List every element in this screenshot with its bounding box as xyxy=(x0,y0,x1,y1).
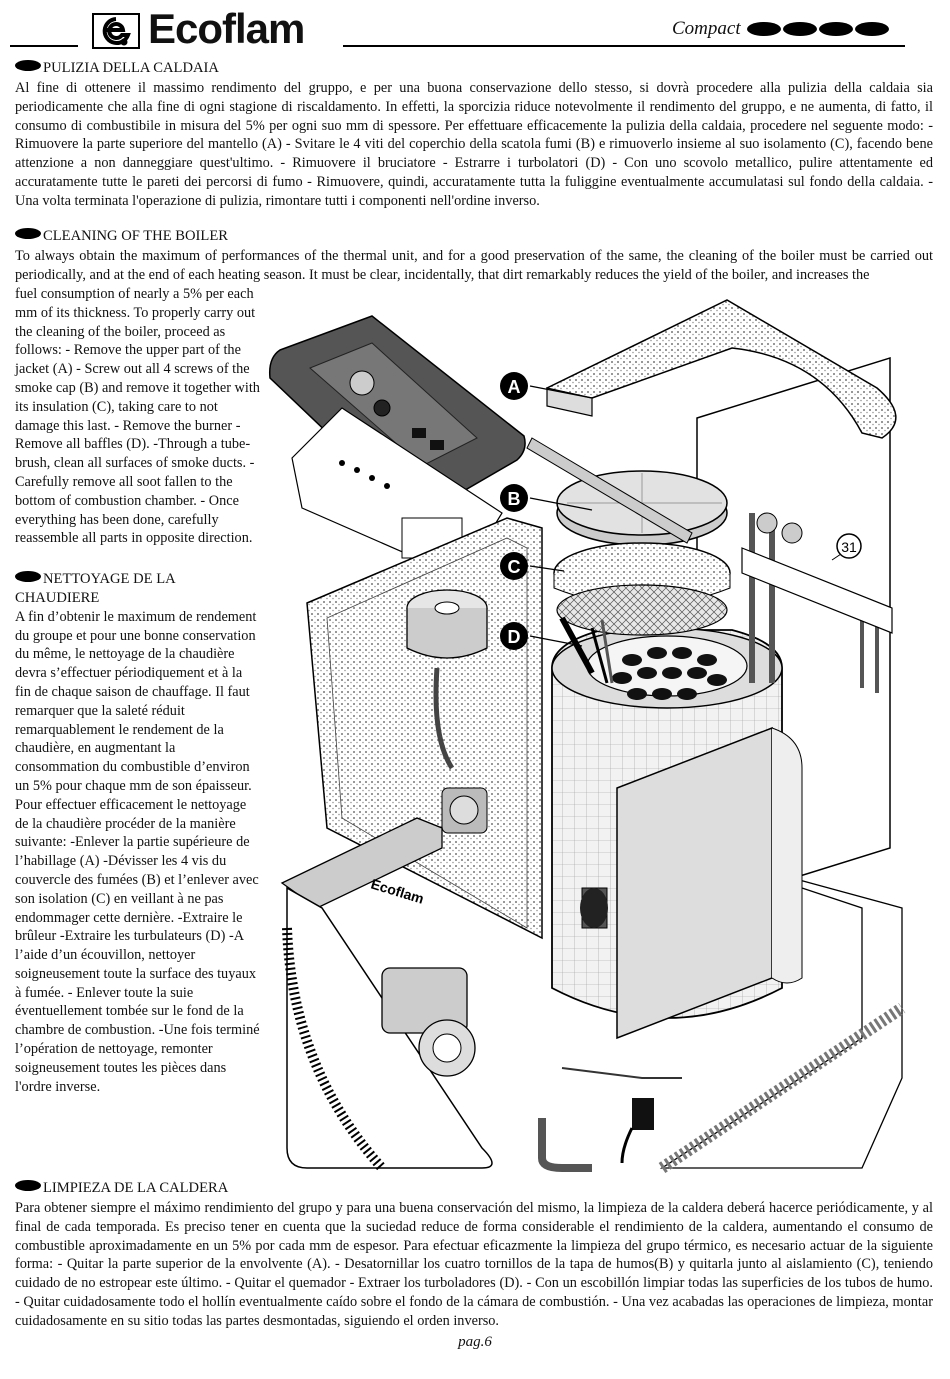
model-dots-icon xyxy=(747,22,889,36)
left-column: fuel consumption of nearly a 5% per each… xyxy=(15,285,260,1096)
brand-logo-text: Ecoflam xyxy=(148,5,305,52)
section-title-french: NETTOYAGE DE LA CHAUDIERE xyxy=(15,571,175,606)
drain-component xyxy=(632,1098,654,1130)
header-rule-left xyxy=(10,45,78,47)
spanish-body: Para obtener siempre el máximo rendimien… xyxy=(15,1200,933,1329)
svg-text:C: C xyxy=(508,557,521,577)
ecoflam-logo-icon xyxy=(92,13,140,49)
model-name: Compact xyxy=(672,18,741,39)
page-number: pag.6 xyxy=(458,1334,492,1350)
label-c: C xyxy=(500,552,528,580)
label-d: D xyxy=(500,622,528,650)
section-title-english: CLEANING OF THE BOILER xyxy=(15,228,228,245)
boiler-exploded-diagram: Ecoflam xyxy=(268,299,906,1173)
label-a: A xyxy=(500,372,528,400)
bullet-icon xyxy=(15,228,41,239)
svg-text:A: A xyxy=(508,377,521,397)
bullet-icon xyxy=(15,571,41,583)
flue-tubes xyxy=(612,647,727,700)
svg-text:D: D xyxy=(508,627,521,647)
italian-body: Al fine di ottenere il massimo rendiment… xyxy=(15,80,933,209)
bullet-icon xyxy=(15,1180,41,1191)
section-title-italian: PULIZIA DELLA CALDAIA xyxy=(15,60,219,77)
panel-brand-text: Ecoflam xyxy=(369,876,426,907)
english-body-intro: To always obtain the maximum of performa… xyxy=(15,248,933,283)
label-ref-31: 31 xyxy=(836,533,862,559)
english-body-column: fuel consumption of nearly a 5% per each… xyxy=(15,286,260,547)
svg-text:B: B xyxy=(508,489,521,509)
header-rule xyxy=(343,45,905,47)
bullet-icon xyxy=(15,60,41,71)
section-title-spanish: LIMPIEZA DE LA CALDERA xyxy=(15,1180,228,1197)
svg-text:31: 31 xyxy=(841,539,857,555)
label-b: B xyxy=(500,484,528,512)
french-body: A fin d’obtenir le maximum de rendement … xyxy=(15,608,260,1095)
